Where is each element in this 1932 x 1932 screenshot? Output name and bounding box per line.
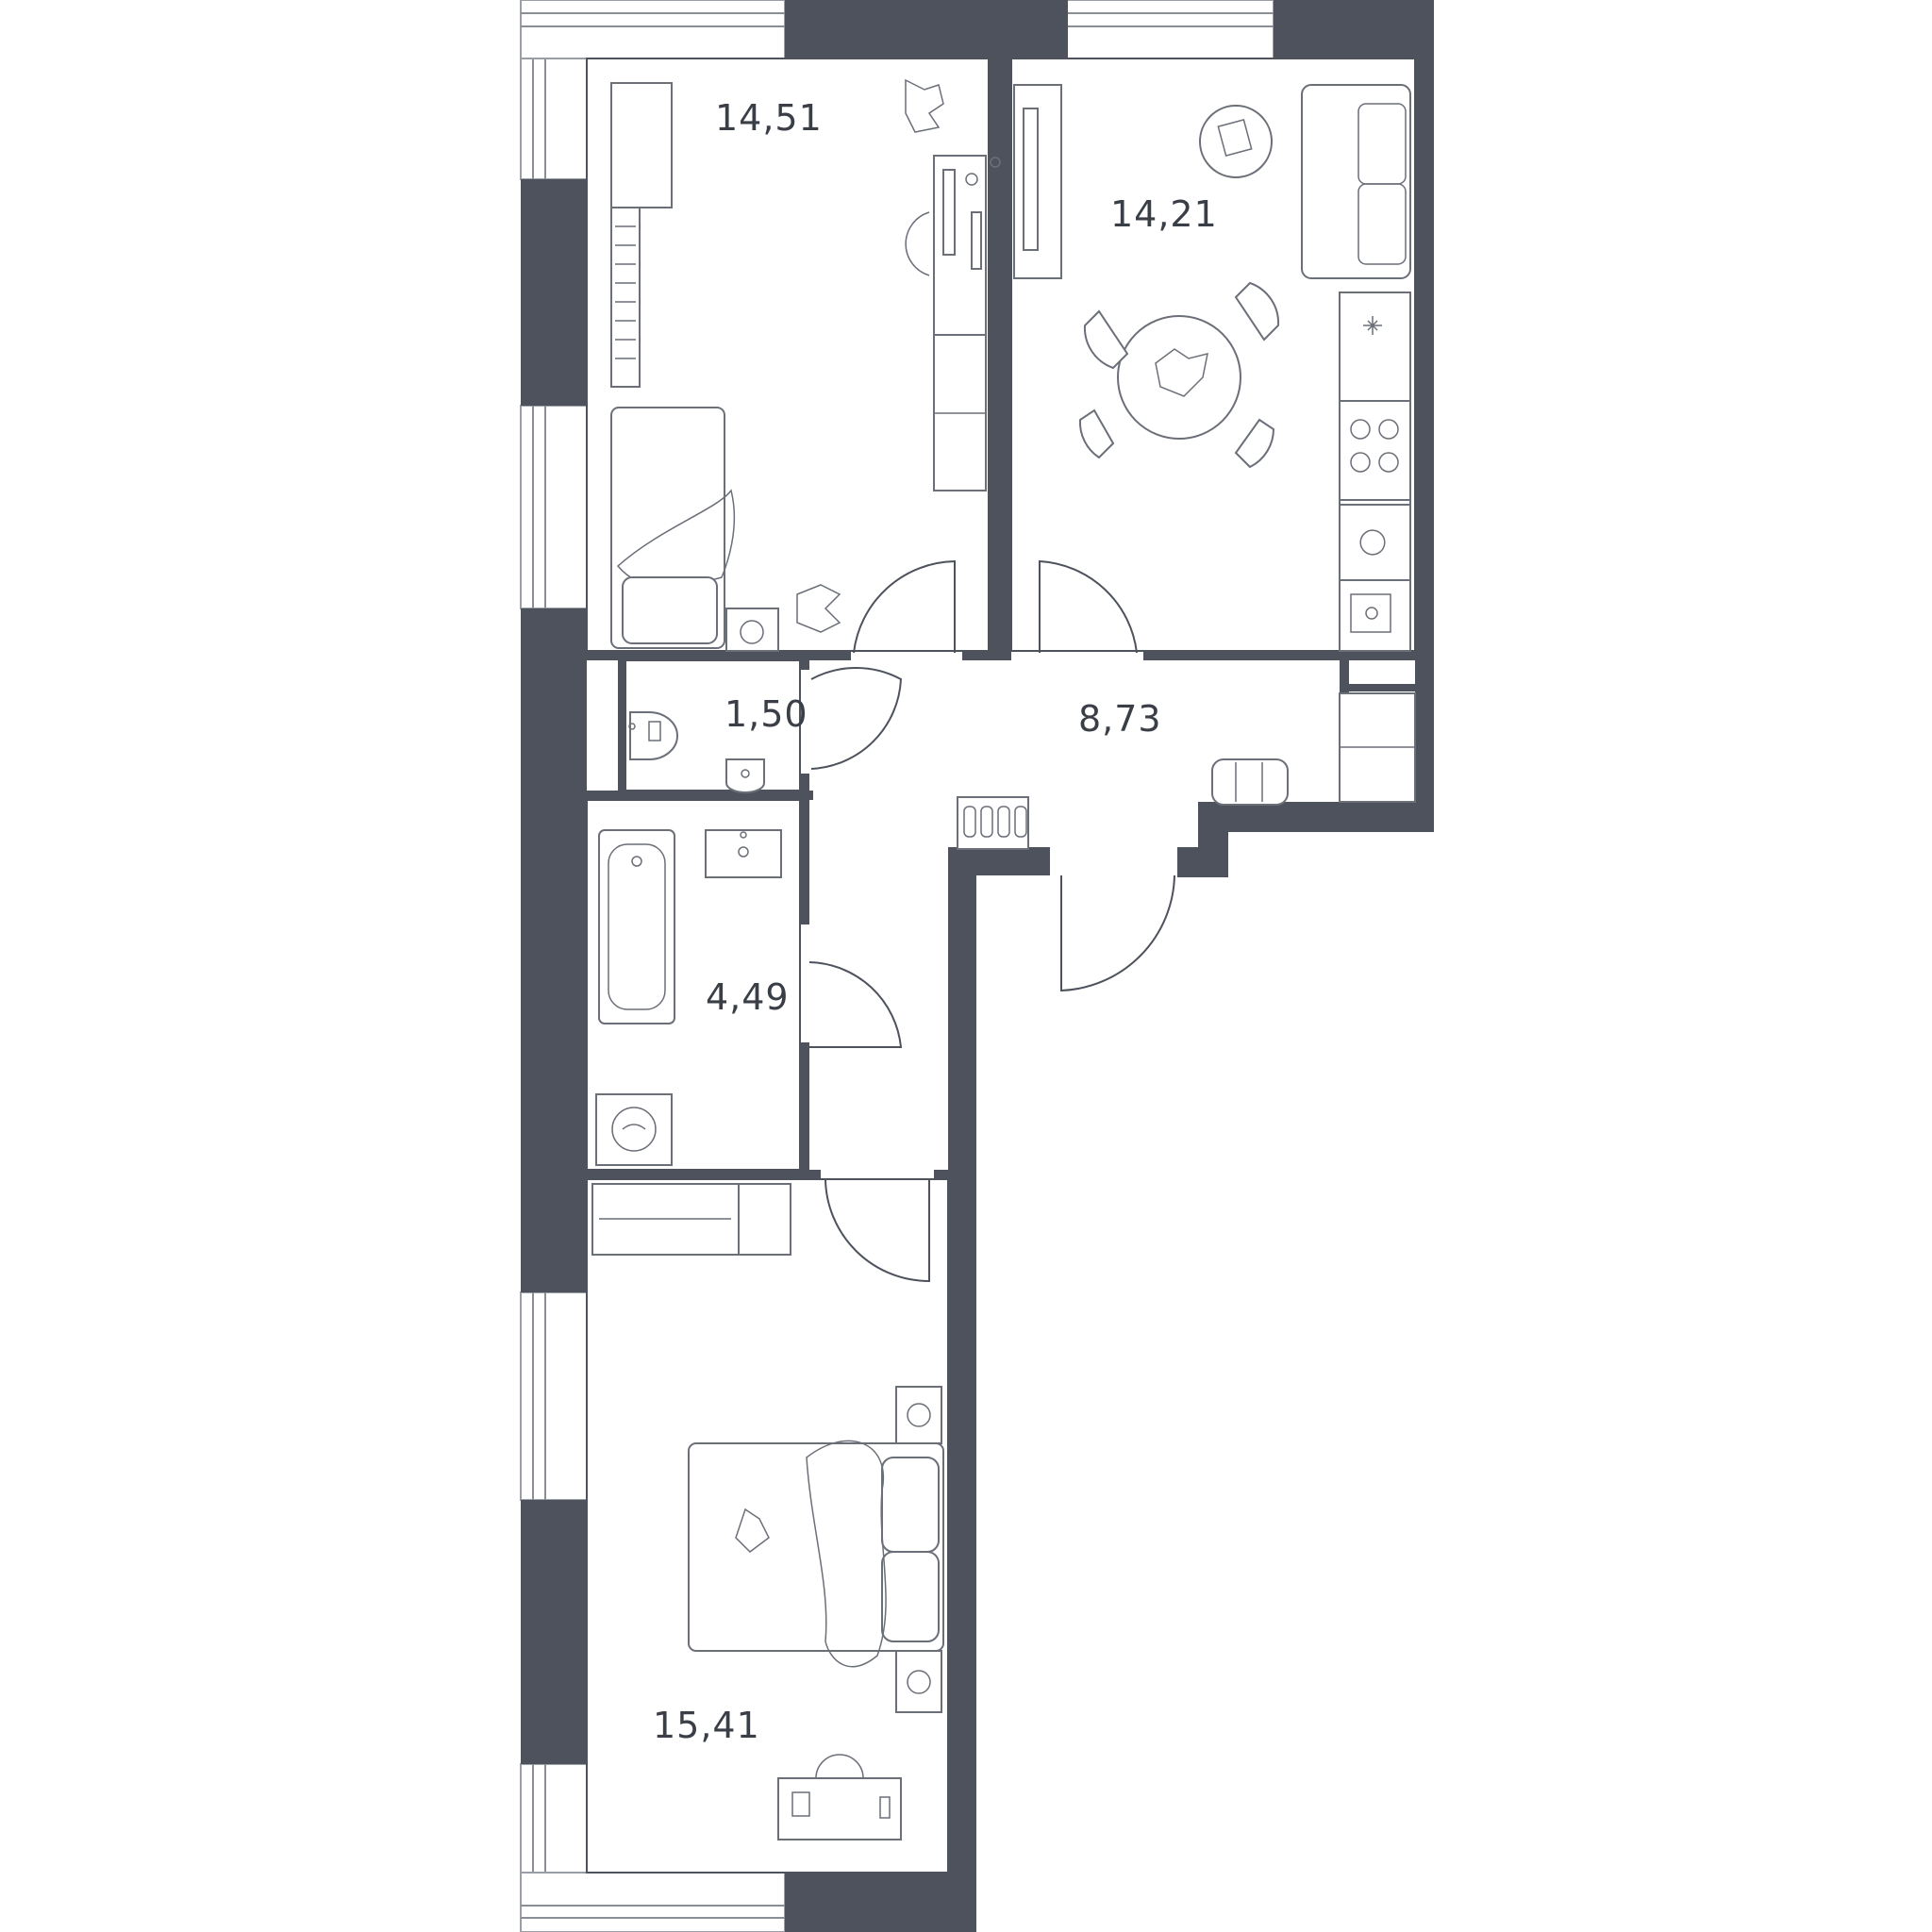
snowflake-icon: [1363, 316, 1382, 335]
hob: [1339, 400, 1411, 501]
room-outlines: [586, 58, 1416, 1874]
radiator: [610, 207, 641, 388]
toilet-sink: [725, 758, 765, 793]
area-label-bedroom-top: 14,51: [715, 97, 823, 139]
pillow-2: [881, 1551, 940, 1642]
door-bathroom: [808, 961, 903, 1048]
door-bedroom-bottom: [824, 1178, 930, 1283]
faucet-icon: [1359, 529, 1386, 556]
coffee-table: [1199, 105, 1273, 178]
pillow: [622, 576, 718, 644]
area-label-hallway: 8,73: [1078, 698, 1162, 740]
kitchen-furniture: [1013, 84, 1411, 652]
window-top-right: [1065, 0, 1274, 59]
chair-3: [1078, 408, 1115, 459]
cat-icon: [735, 1507, 770, 1553]
toilet-bowl: [629, 711, 678, 760]
toilet-furniture: [628, 711, 765, 793]
window-frames: [520, 0, 1274, 1932]
bathroom-sink: [705, 829, 782, 878]
chair-4: [1234, 418, 1275, 469]
sink-unit: [1339, 504, 1411, 581]
door-toilet: [810, 666, 903, 770]
walls: [521, 0, 1434, 1932]
bedroom-shelf: [738, 1183, 791, 1256]
shelf: [610, 82, 673, 208]
keyboard: [942, 169, 956, 256]
chair-1: [1083, 309, 1129, 370]
blanket: [806, 1440, 887, 1668]
bedroom-bottom-furniture: [591, 1183, 944, 1840]
flowers-icon: [1155, 348, 1208, 397]
dining-table: [1117, 315, 1241, 440]
bedside-table: [725, 608, 779, 652]
chair-2: [1234, 281, 1280, 341]
desk-chair: [905, 211, 930, 276]
toy: [796, 584, 841, 633]
hallway-furniture: [957, 692, 1416, 850]
doors: [808, 559, 1175, 1283]
double-bed: [688, 1442, 944, 1652]
sofa: [1301, 84, 1411, 279]
washing-machine: [595, 1093, 673, 1166]
bench: [1211, 758, 1289, 806]
nightstand-top: [895, 1386, 942, 1444]
stool: [815, 1754, 864, 1779]
window-top-left: [520, 0, 786, 59]
door-kitchen: [1039, 559, 1138, 654]
room-labels: 14,51 14,21 1,50 8,73 4,49 15,41: [653, 97, 1218, 1746]
door-bedroom-top: [853, 559, 956, 654]
area-label-bathroom: 4,49: [706, 976, 790, 1018]
window-left-lower: [520, 1291, 588, 1501]
pillow-1: [881, 1457, 940, 1553]
door-entrance: [1060, 874, 1175, 992]
area-label-bedroom-bottom: 15,41: [653, 1705, 760, 1746]
bedroom-top-furniture: [610, 78, 1001, 652]
nightstand-bottom: [895, 1650, 942, 1713]
area-label-kitchen-living: 14,21: [1110, 193, 1218, 235]
window-left-mid: [520, 405, 588, 609]
dressing-table: [777, 1777, 902, 1840]
bathtub: [598, 829, 675, 1024]
window-bottom: [520, 1872, 786, 1932]
plant-icon: [905, 78, 944, 133]
area-label-toilet: 1,50: [724, 693, 808, 735]
tv: [1023, 108, 1039, 251]
bathroom-furniture: [595, 829, 782, 1166]
